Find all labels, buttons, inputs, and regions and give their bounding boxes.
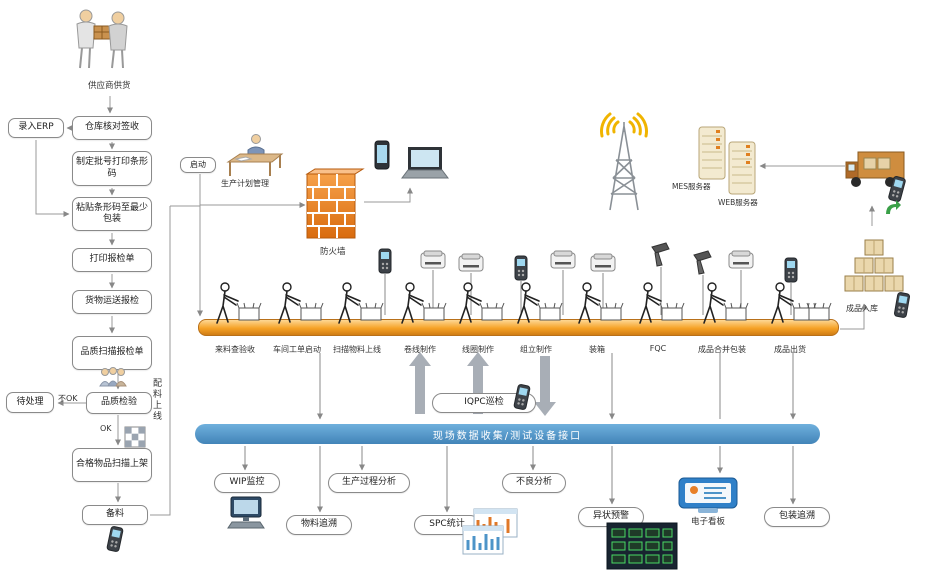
- station-label-pack-merge: 成品合并包装: [698, 345, 746, 354]
- box-icon: [806, 302, 832, 321]
- e-kanban-icon: [678, 477, 738, 513]
- web-server-icon: [728, 141, 756, 195]
- barcode-scanner-icon: [106, 525, 124, 553]
- spc-chart-icon: [462, 508, 518, 555]
- station-label-boxing: 装箱: [589, 345, 605, 354]
- label-printer-icon: [728, 250, 754, 269]
- station-label-workorder: 车间工单启动: [273, 345, 321, 354]
- iqpc-box: IQPC巡检: [432, 393, 536, 413]
- material-prepare-box: 备料: [82, 505, 148, 525]
- box-icon: [659, 302, 685, 321]
- paste-barcode-box: 粘贴条形码至最少包装: [72, 197, 152, 231]
- data-collection-bus: 现场数据收集/测试设备接口: [195, 424, 820, 444]
- erp-entry-box: 录入ERP: [8, 118, 64, 138]
- wireless-antenna-icon: [600, 112, 648, 211]
- defect-analysis-box: 不良分析: [502, 473, 566, 493]
- recycle-arrow-icon: [886, 200, 901, 214]
- station-label-scan-material: 扫描物料上线: [333, 345, 381, 354]
- computer-icon: [227, 496, 265, 529]
- station-label-winding: 卷线制作: [404, 345, 436, 354]
- batch-barcode-box: 制定批号打印条形码: [72, 151, 152, 186]
- mes-server-icon: [698, 126, 726, 180]
- barcode-scanner-icon: [784, 257, 798, 283]
- box-icon: [537, 302, 563, 321]
- goods-delivery-box: 货物运送报检: [72, 290, 152, 314]
- firewall-label: 防火墙: [320, 247, 346, 257]
- qualified-shelf-box: 合格物品扫描上架: [72, 448, 152, 482]
- label-printer-icon: [420, 250, 446, 269]
- laptop-icon: [401, 147, 449, 179]
- pending-box: 待处理: [6, 392, 54, 413]
- mes-server-label: MES服务器: [672, 182, 711, 191]
- quality-scan-box: 品质扫描报检单: [72, 336, 152, 370]
- finished-goods-stack-icon: [844, 239, 904, 292]
- barcode-scanner-icon: [378, 248, 392, 274]
- ok-label: OK: [100, 424, 112, 433]
- station-label-shipment: 成品出货: [774, 345, 806, 354]
- mobile-phone-icon: [374, 140, 390, 170]
- box-icon: [723, 302, 749, 321]
- station-label-assembly: 组立制作: [520, 345, 552, 354]
- package-trace-box: 包装追溯: [764, 507, 830, 527]
- process-analysis-box: 生产过程分析: [328, 473, 410, 493]
- warehouse-sign-box: 仓库核对签收: [72, 116, 152, 140]
- box-icon: [298, 302, 324, 321]
- pallet-grid-icon: [124, 426, 146, 448]
- print-inspection-box: 打印报检单: [72, 248, 152, 272]
- wip-monitor-box: WIP监控: [214, 473, 280, 493]
- label-printer-icon: [550, 250, 576, 269]
- production-plan-desk-icon: [226, 134, 284, 176]
- scanner-gun-icon: [651, 242, 670, 267]
- barcode-scanner-icon: [514, 255, 528, 281]
- box-icon: [358, 302, 384, 321]
- web-server-label: WEB服务器: [718, 198, 758, 207]
- truck-icon: [845, 151, 905, 187]
- material-trace-box: 物料追溯: [286, 515, 352, 535]
- box-icon: [598, 302, 624, 321]
- quality-team-icon: [99, 367, 127, 387]
- box-icon: [236, 302, 262, 321]
- finished-warehouse-label: 成品入库: [846, 304, 878, 313]
- station-label-coil: 线圈制作: [462, 345, 494, 354]
- supplier-people-icon: [76, 9, 128, 69]
- station-label-incoming: 来料查验收: [215, 345, 255, 354]
- station-label-fqc: FQC: [649, 344, 667, 353]
- production-plan-label: 生产计划管理: [221, 179, 269, 188]
- barcode-scanner-icon: [893, 291, 911, 319]
- supplier-label: 供应商供货: [88, 81, 131, 91]
- box-icon: [479, 302, 505, 321]
- feed-online-label: 配料上线: [151, 378, 161, 422]
- quality-check-box: 品质检验: [86, 392, 152, 414]
- scanner-gun-icon: [693, 250, 712, 275]
- start-box: 启动: [180, 157, 216, 173]
- e-kanban-label: 电子看板: [690, 517, 726, 527]
- firewall-icon: [305, 168, 365, 239]
- label-printer-icon: [458, 253, 484, 272]
- box-icon: [421, 302, 447, 321]
- not-ok-label: 不OK: [58, 394, 78, 403]
- label-printer-icon: [590, 253, 616, 272]
- alert-panel-icon: [606, 522, 678, 570]
